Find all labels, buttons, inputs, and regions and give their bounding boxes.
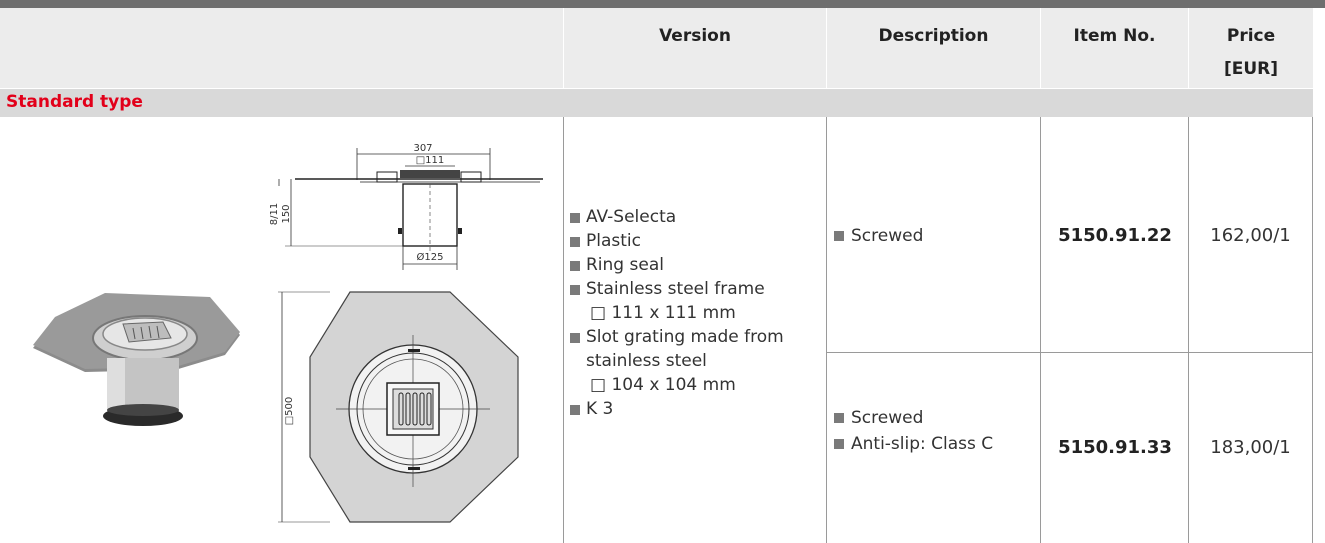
- header-price: Price [EUR]: [1188, 8, 1313, 88]
- dim-width: 307: [413, 143, 432, 154]
- row-2-description: Screwed Anti-slip: Class C: [834, 405, 993, 457]
- table-header: Version Description Item No. Price [EUR]: [0, 8, 1313, 88]
- plan-view-drawing: □500: [278, 291, 519, 523]
- divider: [563, 117, 564, 543]
- divider: [1312, 117, 1313, 543]
- header-image-col: [0, 8, 563, 88]
- product-row: 307 □111 Ø125 8/11 150 □500: [0, 117, 1313, 543]
- divider: [1188, 117, 1189, 543]
- row-divider: [826, 352, 1313, 353]
- side-view-drawing: 307 □111 Ø125 8/11 150: [269, 143, 543, 270]
- section-title: Standard type: [6, 92, 143, 112]
- header-version-label: Version: [659, 26, 731, 46]
- dim-frame: □111: [416, 155, 445, 166]
- section-row: Standard type: [0, 88, 1313, 117]
- header-description-label: Description: [878, 26, 989, 46]
- bullet-square-icon: [834, 439, 844, 449]
- bullet-square-icon: [834, 231, 844, 241]
- divider: [1040, 117, 1041, 543]
- header-price-unit: [EUR]: [1223, 59, 1279, 79]
- list-item: Anti-slip: Class C: [834, 431, 993, 457]
- row-2-price: 183,00/1: [1210, 437, 1291, 458]
- row-1-description: Screwed: [834, 223, 923, 249]
- bullet-square-icon: [570, 405, 580, 415]
- list-item: Stainless steel frame□ 111 x 111 mm: [570, 277, 820, 325]
- list-item: K 3: [570, 397, 820, 421]
- row-2-item-no: 5150.91.33: [1058, 437, 1172, 458]
- bullet-square-icon: [570, 285, 580, 295]
- product-photo: [33, 293, 240, 426]
- dim-height: 150: [281, 204, 292, 223]
- divider: [826, 117, 827, 543]
- list-item: Plastic: [570, 229, 820, 253]
- list-item: Screwed: [834, 223, 923, 249]
- dim-height-small: 8/11: [269, 203, 280, 225]
- dim-plan: □500: [284, 397, 295, 426]
- row-1-item-no: 5150.91.22: [1058, 225, 1172, 246]
- row-1-price: 162,00/1: [1210, 225, 1291, 246]
- header-item-no-label: Item No.: [1073, 26, 1156, 46]
- bullet-square-icon: [570, 333, 580, 343]
- list-item: AV-Selecta: [570, 205, 820, 229]
- header-description: Description: [826, 8, 1040, 88]
- list-item: Ring seal: [570, 253, 820, 277]
- bullet-square-icon: [570, 261, 580, 271]
- top-bar: [0, 0, 1325, 8]
- bullet-square-icon: [834, 413, 844, 423]
- bullet-square-icon: [570, 237, 580, 247]
- version-list: AV-Selecta Plastic Ring seal Stainless s…: [570, 205, 820, 421]
- header-price-label: Price: [1226, 26, 1276, 46]
- header-item-no: Item No.: [1040, 8, 1188, 88]
- list-item: Screwed: [834, 405, 993, 431]
- header-version: Version: [563, 8, 826, 88]
- bullet-square-icon: [570, 213, 580, 223]
- dim-pipe: Ø125: [417, 251, 444, 263]
